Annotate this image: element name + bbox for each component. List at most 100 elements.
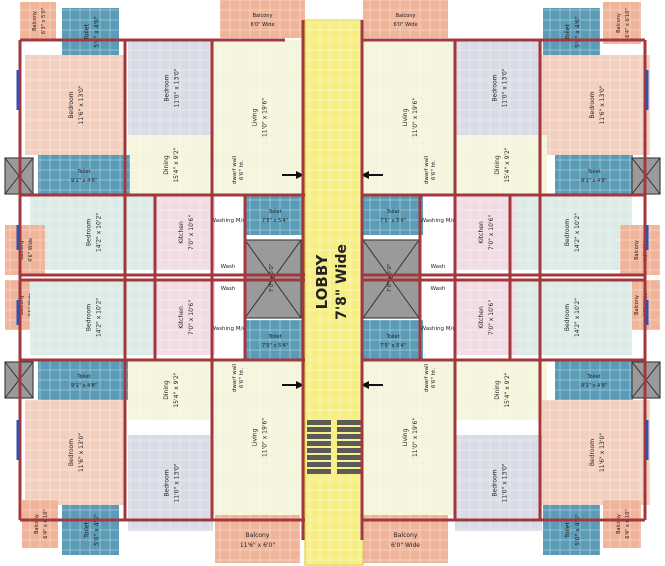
wall-layer [16,20,649,540]
room-name: Toilet [385,209,399,215]
room-dimension: 11'6" x 6'0" [240,542,276,549]
room-name: Balcony [19,295,25,315]
room-dimension: 5'0" x 4'6" [94,514,101,546]
room-dimension: 9'1" x 4'8" [71,178,97,184]
label-7-0-x-6-0: 7'0" x 6'0" [387,264,393,293]
room-name: Toilet [586,169,600,175]
room-name: Bedroom [492,469,499,496]
label-6-6-ht: 6'6" ht. [431,160,437,180]
room-name: Balcony [396,13,416,19]
room-name: Bedroom [564,219,571,246]
room-name: Living [252,108,259,126]
direction-arrow [361,381,383,389]
room-tile-grid [25,55,125,155]
label-dwarf-wall: dwarf wall [424,155,430,184]
room-name: Balcony [394,532,418,539]
room-tile-grid [128,135,212,195]
room-dimension: 9'1" x 4'8" [581,178,607,184]
lobby-layer: LOBBY 7'8" Wide [304,19,364,566]
room-dimension: 7'5" x 5'4" [262,343,288,349]
room-dimension: 5'0" x 4'6" [575,514,582,546]
stair-tread [307,441,331,446]
room-name: Living [402,108,409,126]
room-name: Balcony [616,514,622,534]
room-dimension: 11'0" x 13'0" [502,463,509,502]
room-dimension: 11'0" x 13'0" [502,68,509,107]
room-dimension: 15'4" x 9'2" [173,372,180,408]
room-dimension: 6'0" Wide [391,542,420,549]
room-dimension: 7'0" x 10'6" [188,300,195,336]
room-name: Kitchen [178,306,185,329]
staircase-steps [307,420,361,474]
room-name: Balcony [19,240,25,260]
room-balcony: Balcony 6'0" Wide [363,515,448,563]
room-tile-grid [363,195,423,235]
room-dimension: 11'0" x 19'6" [412,418,419,457]
room-dimension: 5'0" x 4'6" [94,16,101,48]
room-tile-grid [455,195,515,270]
room-tile-grid [22,500,58,548]
stair-tread [337,420,361,425]
room-name: Bedroom [68,91,75,118]
room-tile-grid [363,360,455,515]
room-name: Toilet [76,169,90,175]
room-dimension: 7'5" x 5'4" [262,218,288,224]
room-balcony: Balcony 11'6" x 6'0" [215,515,300,563]
room-name: Toilet [267,334,281,340]
lobby-title: LOBBY [313,254,331,310]
room-dimension: 11'0" x 19'6" [412,98,419,137]
room-toilet: Toilet 7'5" x 5'4" [245,320,305,360]
direction-arrow [361,171,383,179]
room-tile-grid [245,320,305,360]
room-tile-grid [128,360,212,420]
stair-tread [337,434,361,439]
room-name: Bedroom [589,91,596,118]
room-dimension: 6'4" x 6'10" [625,8,631,37]
room-tile-grid [455,435,542,531]
room-name: Bedroom [164,74,171,101]
room-dimension: 6'4" x 6'10" [43,509,49,538]
room-dimension: 15'4" x 9'2" [504,372,511,408]
stair-tread [337,462,361,467]
room-name: Toilet [84,24,91,41]
room-tile-grid [455,280,515,355]
room-tile-grid [155,280,215,355]
room-name: Balcony [616,13,622,33]
room-name: Balcony [253,13,273,19]
room-name: Balcony [246,532,270,539]
arrow-layer [282,171,383,389]
room-tile-grid [542,55,650,155]
label-dwarf-wall: dwarf wall [232,155,238,184]
room-toilet: Toilet 9'1" x 4'8" [38,155,130,195]
room-name: Bedroom [589,439,596,466]
direction-arrow [282,171,304,179]
room-tile-grid [363,40,455,195]
label-washing-m-c: Washing M/c [211,218,246,224]
stair-tread [337,469,361,474]
room-dimension: 11'0" x 13'0" [174,68,181,107]
room-dimension: 6'4" x 6'10" [625,509,631,538]
room-dimension: 14'2" x 10'2" [96,298,103,337]
label-6-6-ht: 6'6" ht. [239,160,245,180]
room-toilet: Toilet 9'1" x 4'8" [555,155,633,195]
room-tile-grid [555,360,633,400]
room-tile-grid [363,0,448,38]
room-dimension: 11'6" x 13'0" [599,433,606,472]
